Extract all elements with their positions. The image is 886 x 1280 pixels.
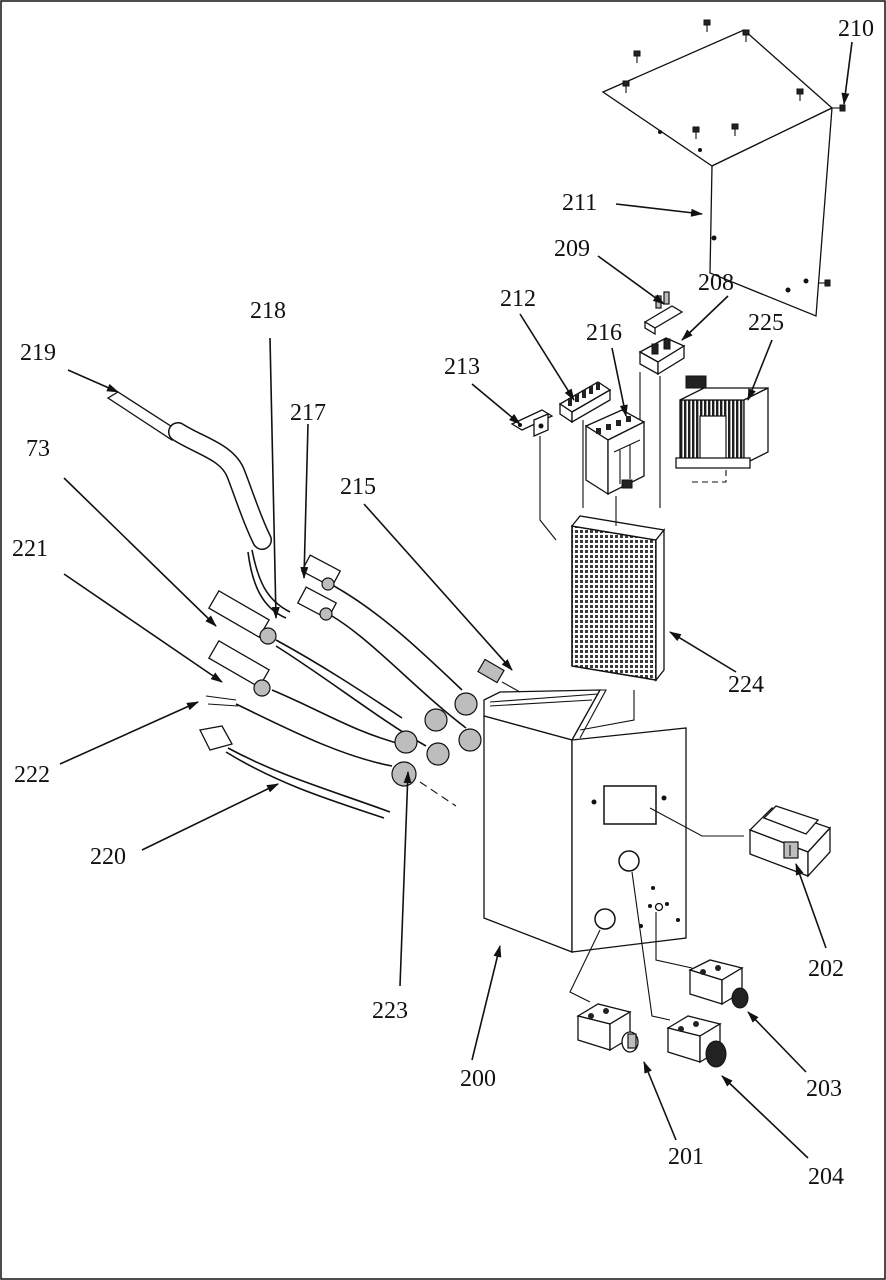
part-labels: 210 211 209 208 212 216 225 213 218 219 … [12,16,874,1190]
cover-screws [622,19,846,287]
part-209-bracket [643,291,684,336]
part-216-contactor [584,409,646,496]
leader-lines [59,41,853,1159]
label-219: 219 [20,340,56,366]
cover-plate [601,29,834,317]
label-224: 224 [728,672,764,698]
part-201-switch [576,1003,639,1053]
label-211: 211 [562,190,597,216]
label-221: 221 [12,536,48,562]
label-202: 202 [808,956,844,982]
label-210: 210 [838,16,874,42]
label-212: 212 [500,286,536,312]
assembly-line-202 [649,807,744,837]
label-208: 208 [698,270,734,296]
label-73: 73 [26,436,50,462]
label-213: 213 [444,354,480,380]
label-209: 209 [554,236,590,262]
part-208-holder [638,337,686,376]
label-201: 201 [668,1144,704,1170]
label-215: 215 [340,474,376,500]
part-202-meter [748,805,832,878]
assembly-lines-switches [569,871,693,1021]
label-217: 217 [290,400,326,426]
cables [106,391,521,819]
part-204-switch [666,1015,727,1068]
part-225-transformer [675,375,769,469]
part-224-mesh-panel [570,515,666,682]
label-200: 200 [460,1066,496,1092]
label-203: 203 [806,1076,842,1102]
part-200-enclosure [483,689,687,953]
label-223: 223 [372,998,408,1024]
label-220: 220 [90,844,126,870]
label-216: 216 [586,320,622,346]
label-204: 204 [808,1164,844,1190]
part-203-switch [688,959,749,1009]
part-212-terminal-strip [558,381,612,424]
label-222: 222 [14,762,50,788]
label-218: 218 [250,298,286,324]
assembly-lines-upper [539,372,727,731]
label-225: 225 [748,310,784,336]
